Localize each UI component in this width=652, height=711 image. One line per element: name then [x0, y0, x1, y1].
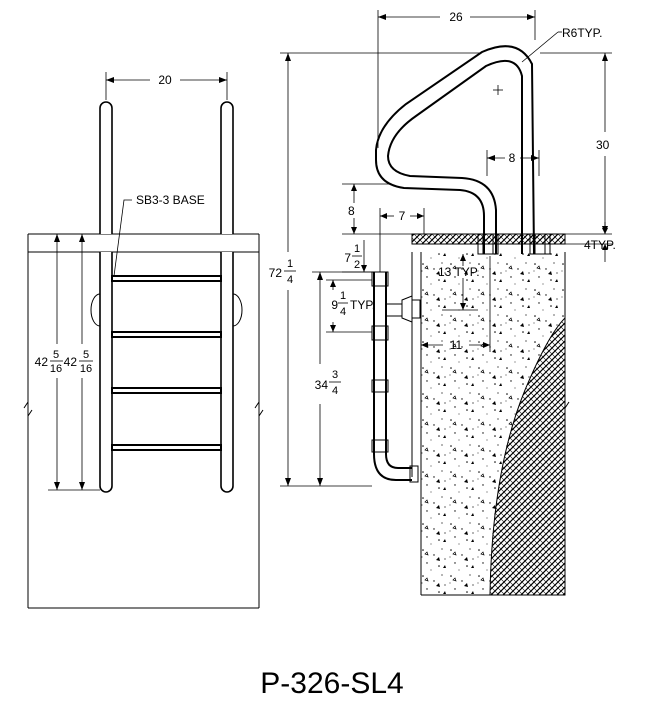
- drawing-title: P-326-SL4: [260, 667, 403, 700]
- svg-text:16: 16: [50, 363, 62, 375]
- svg-text:4: 4: [287, 274, 293, 286]
- dim-step-spacing: 9 1 4 TYP.: [331, 290, 375, 318]
- dim-embed-depth: 13 TYP.: [438, 265, 480, 279]
- side-view: 26 R6TYP. 30 8 4TYP.: [269, 10, 616, 596]
- dim-wall-offset: 11: [450, 338, 463, 352]
- svg-text:5: 5: [83, 349, 89, 361]
- dim-total-height: 72 1 4: [269, 258, 296, 286]
- dim-lower-height: 34 3 4: [315, 369, 341, 397]
- dim-rail-drop: 8: [348, 204, 355, 218]
- svg-text:1: 1: [287, 258, 293, 270]
- dim-side-spread: 26: [449, 10, 463, 24]
- svg-text:16: 16: [80, 363, 92, 375]
- dim-rail-offset: 7: [399, 209, 406, 223]
- dim-front-width: 20: [158, 73, 172, 87]
- svg-text:1: 1: [340, 290, 346, 302]
- dim-radius: R6TYP.: [562, 26, 602, 40]
- svg-text:1: 1: [354, 243, 360, 255]
- svg-text:9: 9: [331, 298, 338, 312]
- svg-text:2: 2: [354, 259, 360, 271]
- base-label: SB3-3 BASE: [136, 193, 205, 207]
- svg-text:42: 42: [64, 355, 78, 369]
- front-view: 20 SB3-3 BASE 42 5 16 42 5 16: [23, 72, 264, 609]
- svg-text:3: 3: [332, 369, 338, 381]
- svg-text:5: 5: [53, 349, 59, 361]
- dim-deck-thickness: 4TYP.: [584, 238, 616, 252]
- svg-text:4: 4: [332, 385, 338, 397]
- dim-bracket-gap: 7 1 2: [344, 243, 362, 271]
- svg-text:72: 72: [269, 266, 283, 280]
- dim-handrail-height: 30: [596, 138, 610, 152]
- svg-text:42: 42: [35, 355, 49, 369]
- dim-socket-spacing: 8: [509, 151, 516, 165]
- dim-front-height-b: 42 5 16: [64, 349, 93, 375]
- svg-text:7: 7: [344, 251, 351, 265]
- svg-text:4: 4: [340, 306, 346, 318]
- dim-front-height-a: 42 5 16: [35, 349, 63, 375]
- svg-text:TYP.: TYP.: [350, 298, 375, 312]
- svg-text:34: 34: [315, 378, 329, 392]
